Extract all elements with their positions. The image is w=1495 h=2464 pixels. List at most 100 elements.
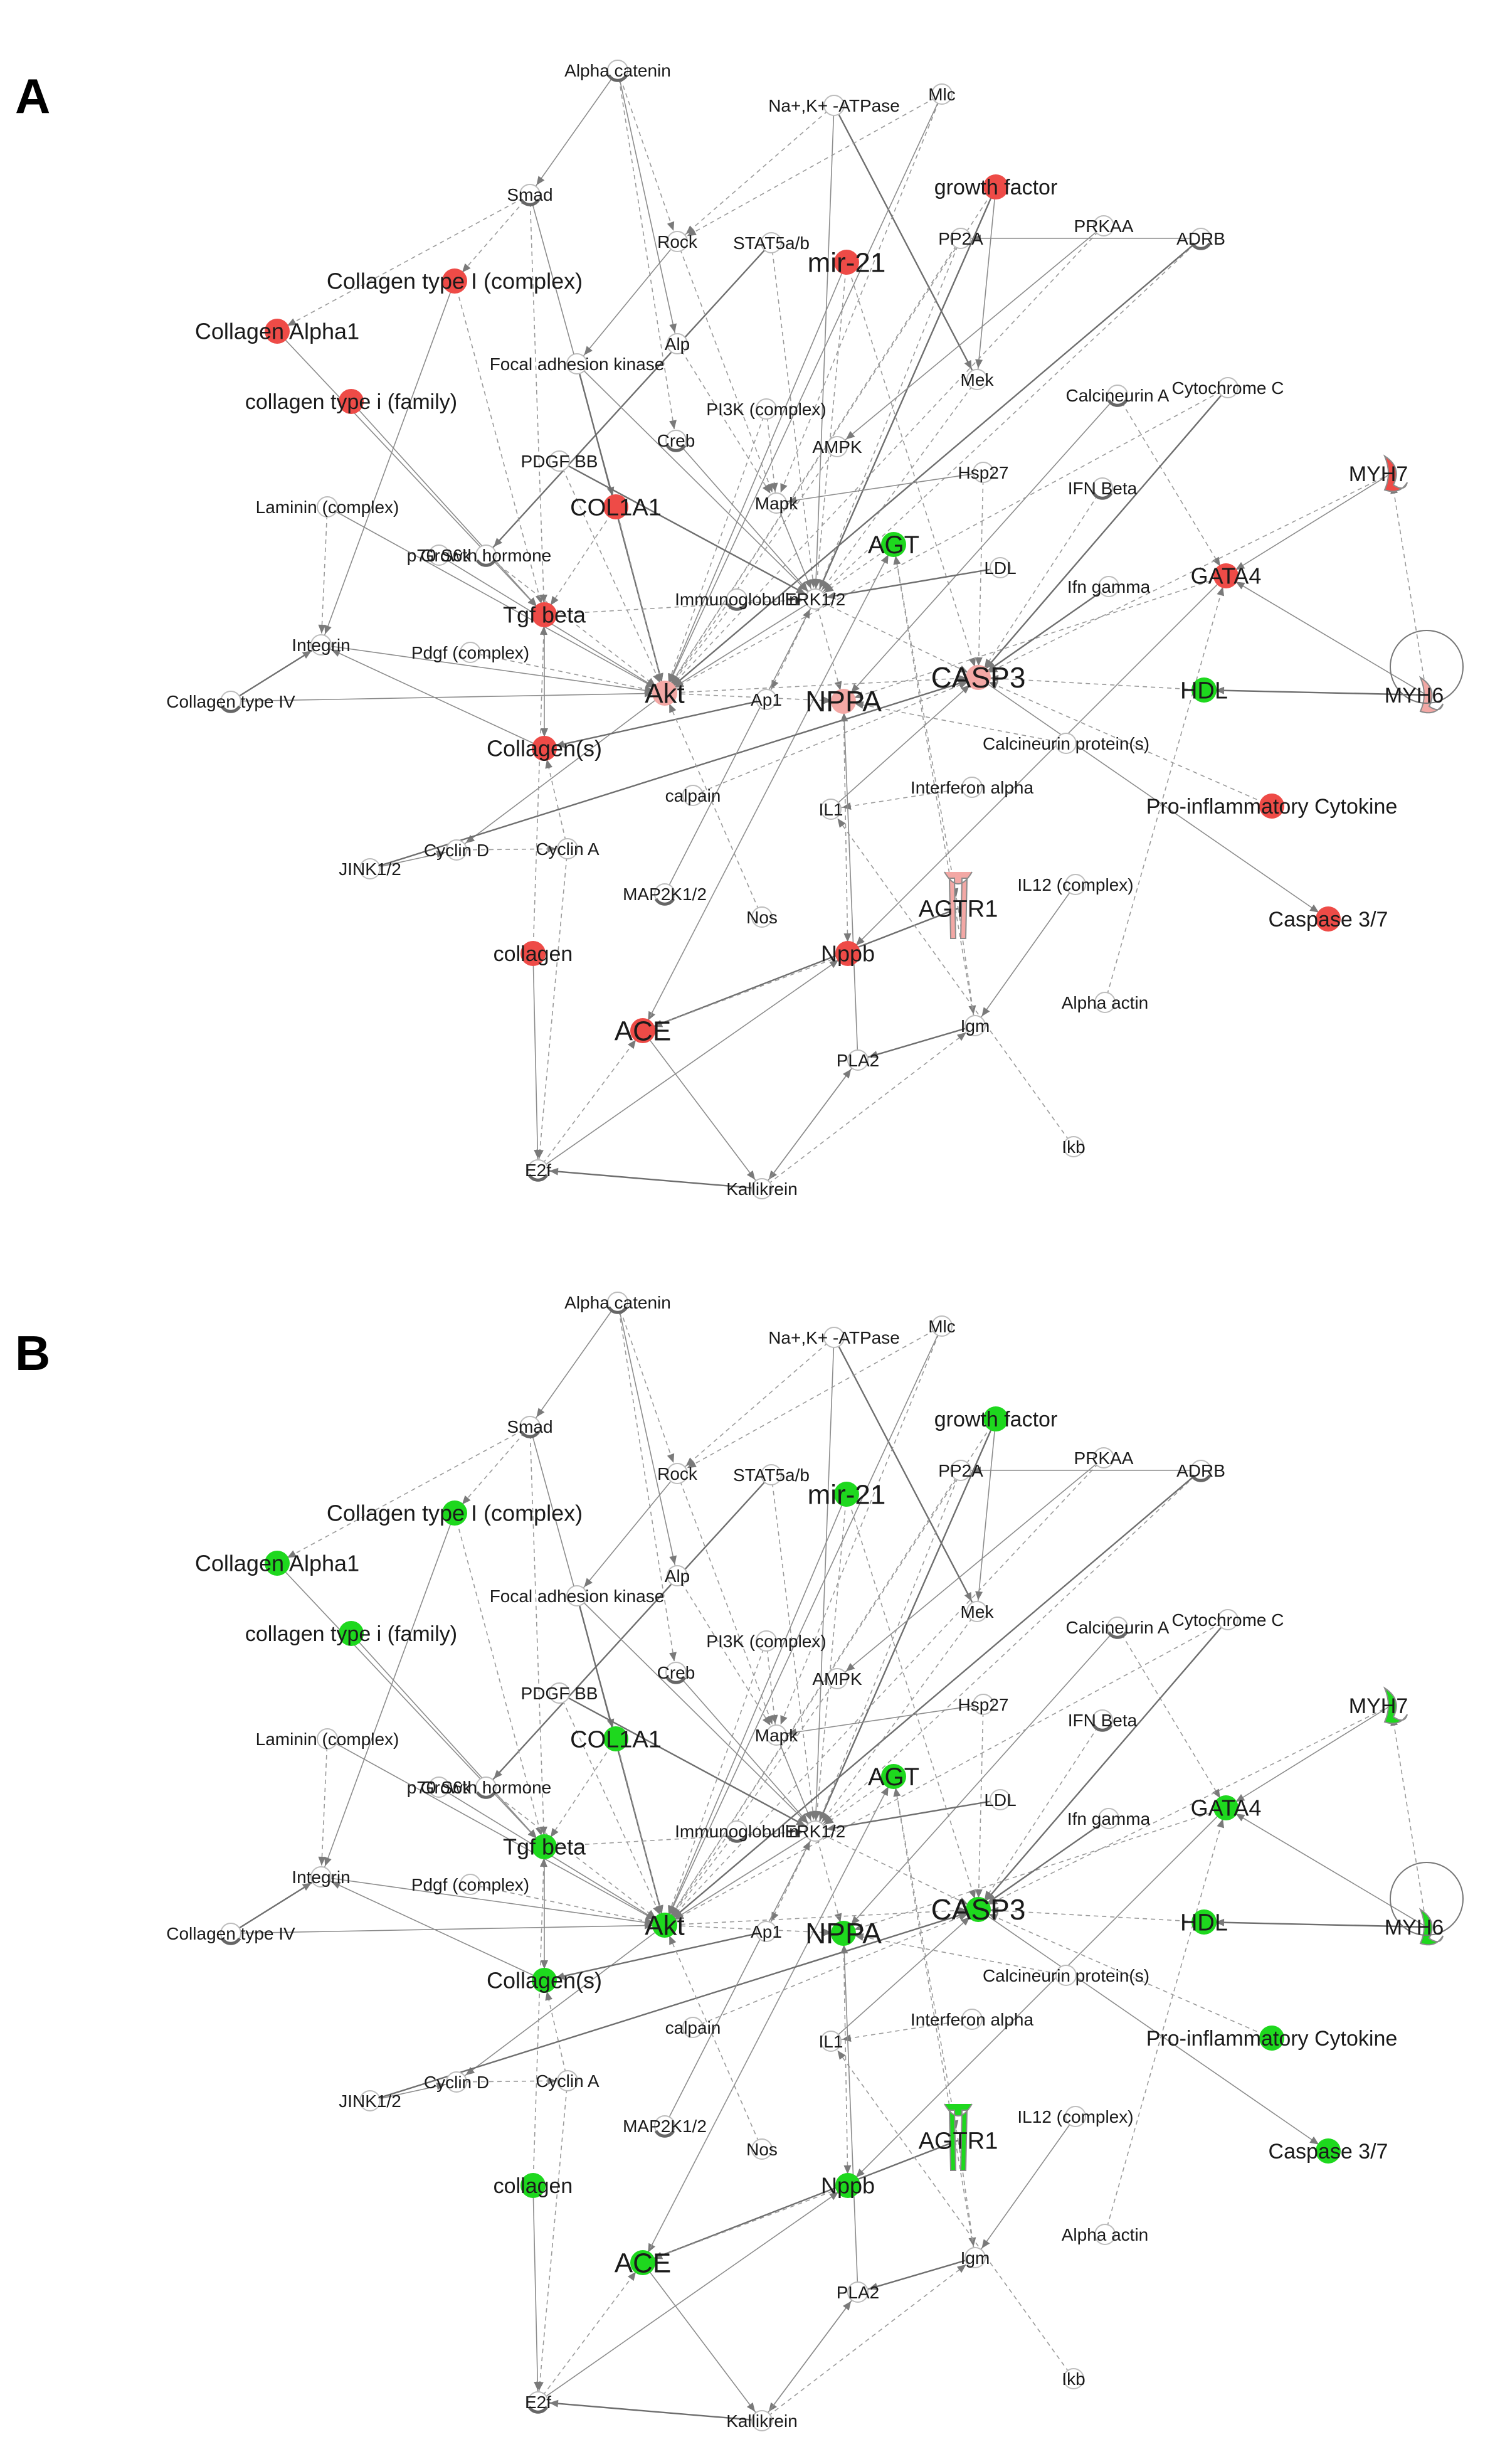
node-nppa[interactable]: NPPA	[805, 685, 882, 718]
node-ace[interactable]: ACE	[615, 1016, 671, 1046]
node-ikb[interactable]: Ikb	[1062, 2368, 1086, 2389]
node-pdgf-complex[interactable]: Pdgf (complex)	[411, 1874, 529, 1895]
node-pp2a[interactable]: PP2A	[938, 1460, 983, 1481]
node-pi3k-complex[interactable]: PI3K (complex)	[706, 398, 827, 420]
node-stat5a-b[interactable]: STAT5a/b	[733, 232, 810, 253]
node-smad[interactable]: Smad	[507, 1416, 553, 1438]
node-nppa[interactable]: NPPA	[805, 1917, 882, 1950]
node-calcineurin-a[interactable]: Calcineurin A	[1066, 385, 1170, 407]
node-myh6[interactable]: MYH6	[1385, 630, 1464, 714]
node-ifn-beta[interactable]: IFN Beta	[1068, 1709, 1138, 1732]
node-creb[interactable]: Creb	[657, 430, 695, 452]
node-calcineurin-protein-s[interactable]: Calcineurin protein(s)	[983, 1965, 1149, 1986]
node-cyclin-d[interactable]: Cyclin D	[424, 839, 489, 861]
node-jink1-2[interactable]: JINK1/2	[339, 2090, 401, 2111]
node-caspase-3-7[interactable]: Caspase 3/7	[1269, 906, 1388, 932]
node-focal-adhesion-kinase[interactable]: Focal adhesion kinase	[490, 1585, 665, 1606]
node-na-k-atpase[interactable]: Na+,K+ -ATPase	[768, 95, 900, 116]
node-ace[interactable]: ACE	[615, 2248, 671, 2278]
node-collagen-s[interactable]: Collagen(s)	[487, 736, 602, 762]
node-agt[interactable]: AGT	[868, 531, 919, 559]
node-pro-inflammatory-cytokine[interactable]: Pro-inflammatory Cytokine	[1146, 2026, 1398, 2051]
node-pdgf-bb[interactable]: PDGF BB	[521, 1682, 598, 1704]
node-pi3k-complex[interactable]: PI3K (complex)	[706, 1630, 827, 1652]
node-collagen-type-i-complex[interactable]: Collagen type I (complex)	[327, 1500, 583, 1526]
node-myh7[interactable]: MYH7	[1349, 454, 1408, 492]
node-calcineurin-a[interactable]: Calcineurin A	[1066, 1617, 1170, 1639]
node-map2k1-2[interactable]: MAP2K1/2	[623, 2115, 707, 2138]
node-na-k-atpase[interactable]: Na+,K+ -ATPase	[768, 1327, 900, 1348]
node-il1[interactable]: IL1	[819, 799, 843, 820]
node-hdl[interactable]: HDL	[1180, 1909, 1228, 1936]
node-kallikrein[interactable]: Kallikrein	[726, 2410, 798, 2431]
node-il1[interactable]: IL1	[819, 2031, 843, 2052]
node-prkaa[interactable]: PRKAA	[1074, 1447, 1134, 1468]
node-collagen-s[interactable]: Collagen(s)	[487, 1968, 602, 1994]
node-calpain[interactable]: calpain	[665, 2017, 721, 2038]
node-prkaa[interactable]: PRKAA	[1074, 215, 1134, 236]
node-cytochrome-c[interactable]: Cytochrome C	[1172, 1609, 1284, 1630]
node-cyclin-a[interactable]: Cyclin A	[536, 838, 600, 859]
node-integrin[interactable]: Integrin	[292, 1866, 351, 1888]
node-e2f[interactable]: E2f	[525, 1159, 551, 1182]
node-myh7[interactable]: MYH7	[1349, 1686, 1408, 1724]
node-gata4[interactable]: GATA4	[1191, 1795, 1262, 1821]
node-ifn-gamma[interactable]: Ifn gamma	[1067, 1808, 1151, 1829]
node-growth-hormone[interactable]: Growth hormone	[421, 1776, 552, 1799]
node-ldl[interactable]: LDL	[984, 557, 1017, 578]
node-ifn-gamma[interactable]: Ifn gamma	[1067, 576, 1151, 597]
node-pdgf-complex[interactable]: Pdgf (complex)	[411, 642, 529, 663]
node-mir-21[interactable]: mir-21	[808, 247, 886, 278]
node-p70-s6k[interactable]: p70 S6k	[407, 544, 472, 566]
node-creb[interactable]: Creb	[657, 1662, 695, 1684]
node-mlc[interactable]: Mlc	[928, 1315, 956, 1337]
node-igm[interactable]: Igm	[961, 1015, 990, 1036]
node-collagen-type-i-family[interactable]: collagen type i (family)	[245, 389, 457, 414]
node-collagen-type-iv[interactable]: Collagen type IV	[166, 1923, 295, 1945]
node-pro-inflammatory-cytokine[interactable]: Pro-inflammatory Cytokine	[1146, 794, 1398, 819]
node-smad[interactable]: Smad	[507, 184, 553, 206]
node-cyclin-d[interactable]: Cyclin D	[424, 2071, 489, 2093]
node-collagen-alpha1[interactable]: Collagen Alpha1	[195, 319, 359, 344]
node-pla2[interactable]: PLA2	[837, 2281, 880, 2303]
node-hdl[interactable]: HDL	[1180, 677, 1228, 704]
node-alp[interactable]: Alp	[665, 333, 690, 354]
node-calcineurin-protein-s[interactable]: Calcineurin protein(s)	[983, 733, 1149, 754]
node-cyclin-a[interactable]: Cyclin A	[536, 2070, 600, 2091]
node-igm[interactable]: Igm	[961, 2247, 990, 2268]
node-tgf-beta[interactable]: Tgf beta	[503, 602, 586, 628]
node-interferon-alpha[interactable]: Interferon alpha	[911, 2009, 1034, 2030]
node-rock[interactable]: Rock	[657, 231, 698, 252]
node-ikb[interactable]: Ikb	[1062, 1136, 1086, 1157]
node-casp3[interactable]: CASP3	[931, 1893, 1026, 1926]
node-interferon-alpha[interactable]: Interferon alpha	[911, 777, 1034, 798]
node-p70-s6k[interactable]: p70 S6k	[407, 1776, 472, 1798]
node-growth-hormone[interactable]: Growth hormone	[421, 544, 552, 567]
node-growth-factor[interactable]: growth factor	[934, 174, 1058, 199]
node-laminin-complex[interactable]: Laminin (complex)	[256, 496, 399, 518]
node-collagen[interactable]: collagen	[494, 2173, 573, 2198]
node-nppb[interactable]: Nppb	[821, 2173, 875, 2199]
node-alpha-actin[interactable]: Alpha actin	[1062, 992, 1149, 1013]
node-alpha-catenin[interactable]: Alpha catenin	[564, 60, 671, 82]
node-ampk[interactable]: AMPK	[812, 436, 862, 457]
node-alpha-actin[interactable]: Alpha actin	[1062, 2224, 1149, 2245]
node-adrb[interactable]: ADRB	[1176, 1460, 1225, 1482]
node-cytochrome-c[interactable]: Cytochrome C	[1172, 377, 1284, 398]
node-laminin-complex[interactable]: Laminin (complex)	[256, 1728, 399, 1750]
node-mlc[interactable]: Mlc	[928, 83, 956, 105]
node-immunoglobulin[interactable]: Immunoglobulin	[675, 588, 799, 611]
node-agt[interactable]: AGT	[868, 1763, 919, 1791]
node-ldl[interactable]: LDL	[984, 1789, 1017, 1810]
node-jink1-2[interactable]: JINK1/2	[339, 858, 401, 879]
node-pp2a[interactable]: PP2A	[938, 228, 983, 249]
node-il12-complex[interactable]: IL12 (complex)	[1017, 874, 1134, 895]
node-e2f[interactable]: E2f	[525, 2391, 551, 2414]
node-hsp27[interactable]: Hsp27	[958, 1694, 1009, 1715]
node-alp[interactable]: Alp	[665, 1565, 690, 1586]
node-col1a1[interactable]: COL1A1	[570, 1726, 662, 1753]
node-collagen-alpha1[interactable]: Collagen Alpha1	[195, 1551, 359, 1576]
node-mapk[interactable]: Mapk	[755, 492, 798, 514]
node-hsp27[interactable]: Hsp27	[958, 462, 1009, 483]
node-agtr1[interactable]: AGTR1	[919, 2103, 998, 2171]
